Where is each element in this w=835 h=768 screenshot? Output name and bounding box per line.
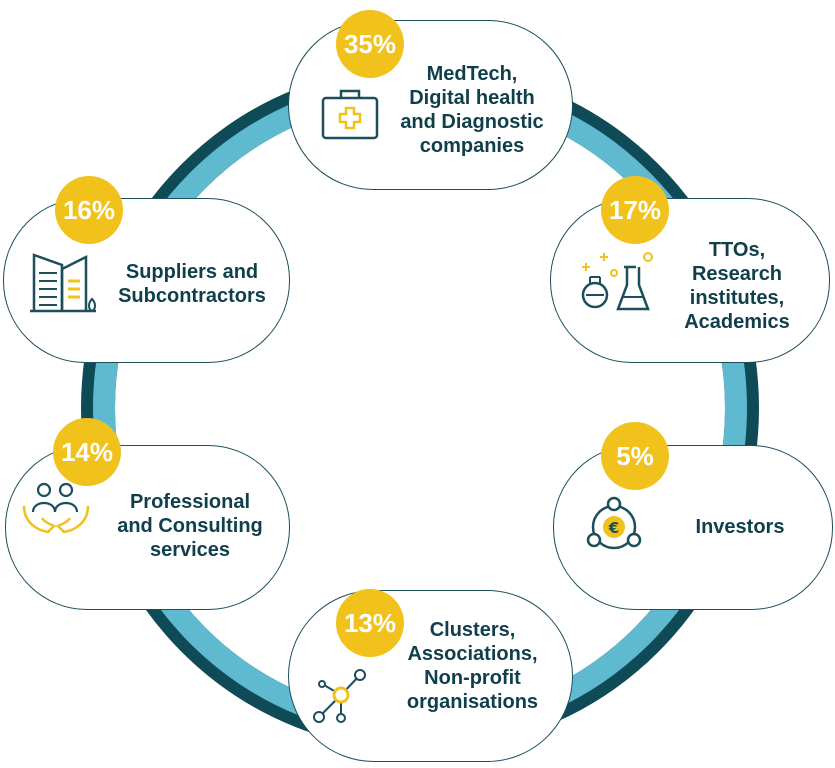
segment-investors-label: Investors bbox=[695, 516, 785, 538]
segment-investors bbox=[553, 445, 833, 610]
segment-ttos-percent: 17% bbox=[601, 176, 669, 244]
buildings-icon bbox=[30, 253, 96, 313]
segment-suppliers-percent: 16% bbox=[55, 176, 123, 244]
segment-clusters bbox=[288, 590, 573, 762]
segment-ttos bbox=[550, 198, 830, 363]
segment-professional-label: Professional and Consulting services bbox=[117, 491, 263, 561]
segment-medtech-label: MedTech, Digital health and Diagnostic c… bbox=[400, 63, 544, 157]
segment-medtech bbox=[288, 20, 573, 190]
segment-ttos-label: TTOs, Research institutes, Academics bbox=[684, 239, 790, 333]
lab-flasks-icon bbox=[581, 252, 653, 311]
segment-clusters-percent: 13% bbox=[336, 589, 404, 657]
segment-professional-percent: 14% bbox=[53, 418, 121, 486]
medical-kit-icon bbox=[321, 89, 379, 140]
people-hands-icon bbox=[22, 482, 90, 534]
svg-text:€: € bbox=[608, 519, 619, 537]
segment-investors-percent: 5% bbox=[601, 422, 669, 490]
segment-medtech-percent: 35% bbox=[336, 10, 404, 78]
network-nodes-icon bbox=[313, 669, 366, 723]
segment-suppliers-label: Suppliers and Subcontractors bbox=[118, 261, 266, 307]
euro-network-icon: € bbox=[586, 496, 642, 550]
segment-clusters-label: Clusters, Associations, Non-profit organ… bbox=[406, 619, 539, 713]
